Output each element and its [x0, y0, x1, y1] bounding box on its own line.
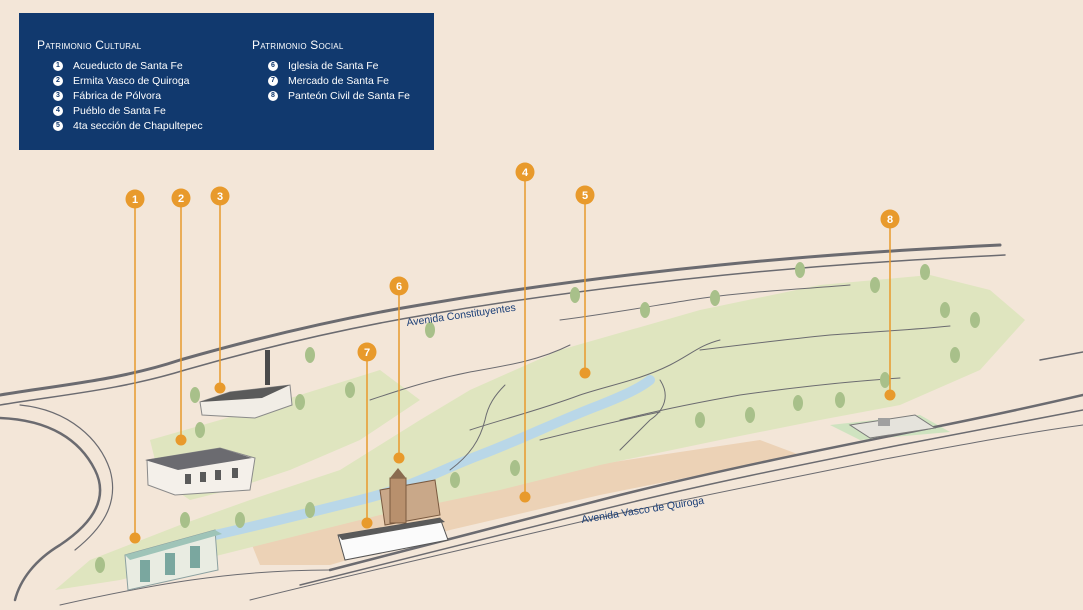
legend-item-label: Panteón Civil de Santa Fe: [288, 89, 410, 102]
legend-item-label: Ermita Vasco de Quiroga: [73, 74, 190, 87]
marker-3-label: 3: [217, 191, 223, 203]
marker-8[interactable]: 8: [880, 209, 900, 229]
marker-1[interactable]: 1: [125, 189, 145, 209]
marker-5-label: 5: [582, 190, 588, 202]
legend-number-badge: 8: [268, 90, 278, 101]
legend-item: 8 Panteón Civil de Santa Fe: [252, 88, 410, 103]
marker-5[interactable]: 5: [575, 185, 595, 205]
legend-item: 4 Puéblo de Santa Fe: [37, 103, 203, 118]
legend-number-badge: 6: [268, 60, 278, 71]
road-network: [0, 243, 1083, 606]
marker-4-label: 4: [522, 167, 529, 179]
legend-item: 3 Fábrica de Pólvora: [37, 88, 203, 103]
marker-6-label: 6: [396, 281, 402, 293]
legend-item: 5 4ta sección de Chapultepec: [37, 118, 203, 133]
marker-4[interactable]: 4: [515, 162, 535, 182]
marker-7-label: 7: [364, 347, 370, 359]
legend-item: 7 Mercado de Santa Fe: [252, 73, 410, 88]
legend-number-badge: 7: [268, 75, 278, 86]
legend-cultural-title: Patrimonio Cultural: [37, 38, 142, 52]
panteon-building: [848, 414, 937, 439]
fabrica-building: [199, 350, 293, 419]
marker-dots: [129, 367, 896, 544]
marker-3[interactable]: 3: [210, 186, 230, 206]
legend-item: 6 Iglesia de Santa Fe: [252, 58, 410, 73]
legend-cultural: Patrimonio Cultural 1 Acueducto de Santa…: [37, 38, 203, 133]
marker-7[interactable]: 7: [357, 342, 377, 362]
church-building: [379, 468, 441, 526]
marker-1-label: 1: [132, 194, 138, 206]
legend-item-label: Iglesia de Santa Fe: [288, 59, 379, 72]
legend-number-badge: 4: [53, 105, 63, 116]
marker-2[interactable]: 2: [171, 188, 191, 208]
legend-number-badge: 3: [53, 90, 63, 101]
trees: [95, 262, 980, 573]
marker-2-label: 2: [178, 193, 184, 205]
legend-item-label: 4ta sección de Chapultepec: [73, 119, 203, 132]
marker-8-label: 8: [887, 214, 893, 226]
legend-item-label: Puéblo de Santa Fe: [73, 104, 166, 117]
mercado-building: [337, 517, 449, 561]
ermita-building: [145, 447, 256, 496]
legend-social-title: Patrimonio Social: [252, 38, 344, 52]
legend-item-label: Acueducto de Santa Fe: [73, 59, 183, 72]
marker-leaders: [134, 181, 891, 538]
legend-number-badge: 5: [53, 120, 63, 131]
legend-item-label: Mercado de Santa Fe: [288, 74, 389, 87]
legend-item-label: Fábrica de Pólvora: [73, 89, 162, 102]
legend-item: 1 Acueducto de Santa Fe: [37, 58, 203, 73]
legend-item: 2 Ermita Vasco de Quiroga: [37, 73, 203, 88]
marker-6[interactable]: 6: [389, 276, 409, 296]
legend-panel: Patrimonio Cultural 1 Acueducto de Santa…: [19, 13, 434, 150]
river: [210, 375, 655, 540]
aqueduct-building: [124, 529, 222, 591]
legend-number-badge: 2: [53, 75, 63, 86]
legend-social: Patrimonio Social 6 Iglesia de Santa Fe …: [252, 38, 410, 103]
legend-number-badge: 1: [53, 60, 63, 71]
